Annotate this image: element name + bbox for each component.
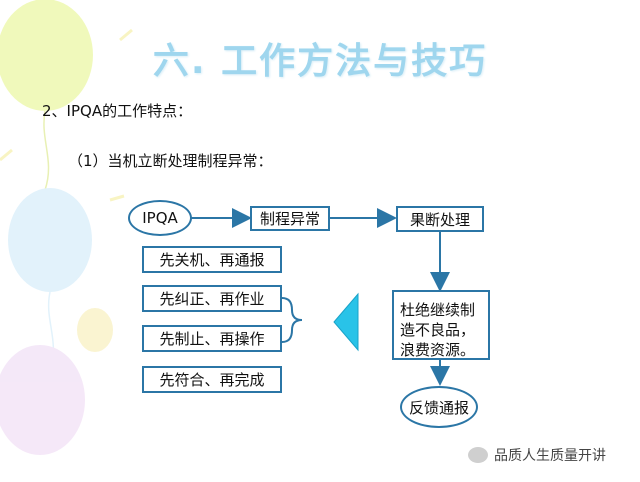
section-heading: 2、IPQA的工作特点： xyxy=(42,102,193,120)
subsection-heading: （1）当机立断处理制程异常： xyxy=(68,152,273,170)
wechat-icon xyxy=(468,447,488,463)
brace-right xyxy=(281,297,303,343)
watermark-text: 品质人生质量开讲 xyxy=(494,448,606,464)
process-abnormal-box: 制程异常 xyxy=(250,206,330,231)
note-line-3: 浪费资源。 xyxy=(400,341,476,359)
triangle-pointer xyxy=(333,292,359,352)
action-box-4: 先符合、再完成 xyxy=(142,366,282,393)
slide-title: 六. 工作方法与技巧 xyxy=(152,41,488,82)
watermark: 品质人生质量开讲 xyxy=(468,445,606,465)
note-line-2: 造不良品， xyxy=(400,321,476,339)
action-box-2: 先纠正、再作业 xyxy=(142,285,282,312)
note-line-1: 杜绝继续制 xyxy=(400,301,476,319)
prevent-defects-note: 杜绝继续制 造不良品， 浪费资源。 xyxy=(392,290,490,360)
action-box-3: 先制止、再操作 xyxy=(142,325,282,352)
ipqa-node: IPQA xyxy=(128,200,192,236)
action-box-1: 先关机、再通报 xyxy=(142,246,282,273)
feedback-node: 反馈通报 xyxy=(400,386,478,428)
decisive-handling-box: 果断处理 xyxy=(396,206,484,232)
